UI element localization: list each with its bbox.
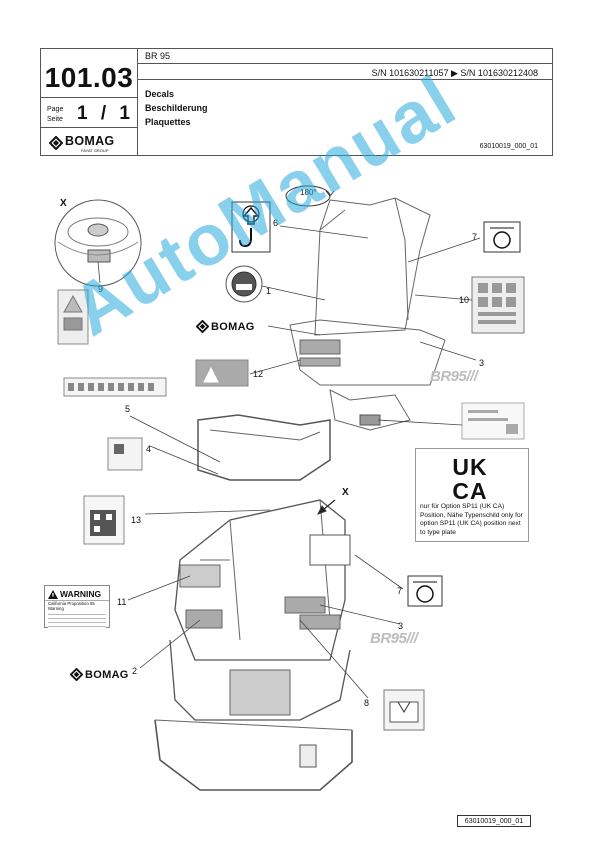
callout-4: 4 xyxy=(146,444,151,454)
bomag-diamond-icon xyxy=(49,135,63,150)
title-english: Decals xyxy=(145,89,175,99)
brand-name: BOMAG xyxy=(65,134,115,148)
bomag-logo: BOMAG FAYAT GROUP xyxy=(49,132,114,153)
bomag-decal-upper: BOMAG xyxy=(196,320,255,333)
page-label: Page Seite xyxy=(47,106,64,123)
warning-title: WARNING xyxy=(60,589,102,599)
callout-2: 2 xyxy=(132,666,137,676)
callout-3a: 3 xyxy=(479,358,484,368)
header-right-cell: BR 95 S/N 101630211057 ▶ S/N 10163021240… xyxy=(137,49,552,155)
callout-12: 12 xyxy=(253,369,263,379)
callout-13: 13 xyxy=(131,515,141,525)
bomag-decal-lower: BOMAG xyxy=(70,668,129,681)
callout-8: 8 xyxy=(364,698,369,708)
ukca-decal: UK CA nur für Option SP11 (UK CA) Positi… xyxy=(415,448,529,542)
figure-id: 63010019_000_01 xyxy=(457,815,531,827)
warning-subtitle: California Proposition 65 Warning xyxy=(45,600,109,611)
callout-5: 5 xyxy=(125,404,130,414)
bomag-decal-lower-text: BOMAG xyxy=(85,668,129,681)
brand-group: FAYAT GROUP xyxy=(81,148,109,153)
ukca-mark: UK CA xyxy=(452,454,488,504)
bomag-decal-upper-text: BOMAG xyxy=(211,320,255,333)
model-name: BR 95 xyxy=(145,51,171,61)
ukca-note: nur für Option SP11 (UK CA) Position, Nä… xyxy=(420,503,523,536)
page-fraction: 1 / 1 xyxy=(77,103,134,124)
serial-range: S/N 101630211057 ▶ S/N 101630212408 xyxy=(371,68,538,78)
callout-3b: 3 xyxy=(398,621,403,631)
view-marker-mid: X xyxy=(342,487,349,498)
br-logo-lower: BR95/// xyxy=(370,630,418,647)
warning-triangle-icon xyxy=(48,589,58,599)
callout-1: 1 xyxy=(266,286,271,296)
callout-7a: 7 xyxy=(472,232,477,242)
br-logo-upper: BR95/// xyxy=(430,368,478,385)
header-left-cell: 101.03 Page Seite 1 / 1 BOMAG FAYAT GROU… xyxy=(41,49,138,155)
title-german: Beschilderung xyxy=(145,103,208,113)
title-french: Plaquettes xyxy=(145,117,191,127)
detail-x-circle xyxy=(54,199,142,287)
callout-11: 11 xyxy=(117,597,126,607)
header-table: 101.03 Page Seite 1 / 1 BOMAG FAYAT GROU… xyxy=(40,48,553,156)
page-number: 101.03 xyxy=(44,62,134,93)
rotation-label: 180° xyxy=(300,188,317,197)
callout-6: 6 xyxy=(273,218,278,228)
callout-9: 9 xyxy=(98,284,103,294)
warning-decal: WARNING California Proposition 65 Warnin… xyxy=(44,585,110,628)
bomag-diamond-icon xyxy=(196,320,209,333)
callout-7b: 7 xyxy=(397,586,402,596)
document-code: 63010019_000_01 xyxy=(479,143,538,150)
bomag-diamond-icon xyxy=(70,668,83,681)
view-marker-top: X xyxy=(60,198,67,209)
callout-10: 10 xyxy=(459,295,469,305)
